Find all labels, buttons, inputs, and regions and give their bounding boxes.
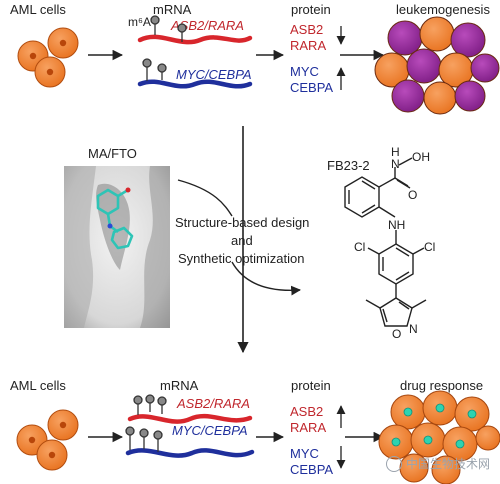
compound-name: FB23-2	[327, 158, 370, 173]
atom-cl-left: Cl	[354, 240, 365, 254]
watermark-text: 中国生物技术网	[405, 457, 490, 471]
drug-response-label: drug response	[400, 378, 484, 393]
aml-cell-nucleus	[48, 451, 56, 459]
top-aml-cell-group	[17, 27, 79, 88]
m6a-label: m⁶A	[128, 15, 151, 29]
bottom-protein-asb2: ASB2	[290, 404, 324, 419]
top-protein-asb2: ASB2	[290, 22, 324, 37]
watermark-logo-icon	[385, 455, 402, 472]
watermark: 中国生物技术网	[385, 455, 490, 472]
design-line-3: Synthetic optimization	[178, 251, 305, 266]
bottom-protein-label: protein	[291, 378, 331, 393]
fb23-2-structure	[344, 157, 427, 327]
atom-n-isoxazole: N	[409, 322, 418, 336]
bottom-blue-transcript-label: MYC/CEBPA	[172, 423, 248, 438]
leukemogenesis-cells	[374, 16, 500, 115]
top-protein-rara: RARA	[290, 38, 327, 53]
top-aml-cells-label: AML cells	[10, 2, 66, 17]
bottom-aml-cell-group	[16, 409, 79, 471]
atom-n-amide: N	[391, 157, 400, 171]
bottom-red-transcript-label: ASB2/RARA	[177, 396, 250, 411]
top-protein-cebpa: CEBPA	[290, 80, 334, 95]
top-blue-transcript-label: MYC/CEBPA	[176, 67, 252, 82]
aml-cell-nucleus	[29, 52, 37, 60]
fb23-2-atoms: H N OH O NH Cl Cl N O	[354, 145, 435, 341]
atom-cl-right: Cl	[424, 240, 435, 254]
top-m6a-pins	[150, 15, 187, 42]
top-red-transcript-label: ASB2/RARA	[171, 18, 244, 33]
bottom-blue-m6a-pins	[125, 426, 163, 452]
bottom-protein-myc: MYC	[290, 446, 319, 461]
top-mrna-label: mRNA	[153, 2, 192, 17]
leukemogenesis-label: leukemogenesis	[396, 2, 490, 17]
top-blue-m6a-pins	[142, 58, 167, 81]
atom-nh-linker: NH	[388, 218, 405, 232]
aml-cell-nucleus	[59, 421, 67, 429]
protein-surface-image	[64, 166, 170, 328]
aml-cell-nucleus	[46, 68, 54, 76]
bottom-red-m6a-pins	[133, 394, 167, 415]
atom-o-isoxazole: O	[392, 327, 401, 341]
aml-cell-nucleus	[59, 39, 67, 47]
bottom-aml-cells-label: AML cells	[10, 378, 66, 393]
bottom-protein-rara: RARA	[290, 420, 327, 435]
aml-cell-nucleus	[28, 436, 36, 444]
design-line-2: and	[231, 233, 253, 248]
atom-o-carbonyl: O	[408, 188, 417, 202]
bottom-blue-mrna	[125, 448, 255, 458]
atom-h: H	[391, 145, 400, 159]
top-protein-label: protein	[291, 2, 331, 17]
top-blue-mrna	[137, 79, 253, 89]
top-red-mrna	[137, 34, 253, 45]
bottom-red-mrna	[127, 413, 253, 424]
design-curved-arrow	[177, 179, 300, 290]
top-protein-myc: MYC	[290, 64, 319, 79]
structure-title: MA/FTO	[88, 146, 137, 161]
drug-molecule-dots	[391, 403, 477, 449]
drug-response-cells	[378, 390, 500, 484]
bottom-mrna-label: mRNA	[160, 378, 199, 393]
atom-oh: OH	[412, 150, 430, 164]
bottom-protein-cebpa: CEBPA	[290, 462, 334, 477]
